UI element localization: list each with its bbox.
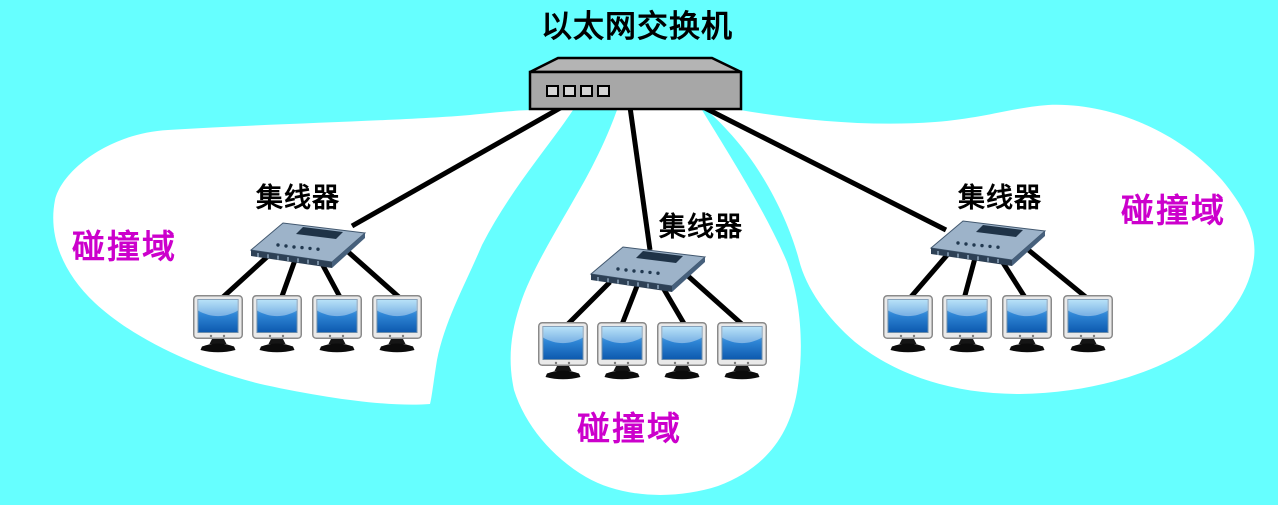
- link-hub2-pc2: [618, 285, 640, 328]
- switch-hub-links: [350, 104, 948, 251]
- link-switch-hub-right: [701, 104, 948, 233]
- link-switch-hub-middle: [627, 106, 653, 251]
- switch-ports: [546, 85, 610, 97]
- link-hub3-pc1: [908, 252, 950, 300]
- link-hub2-pc4: [686, 274, 746, 328]
- ethernet-switch-icon: [528, 56, 743, 111]
- link-hub3-pc2: [961, 257, 978, 300]
- hub-label-middle: 集线器: [659, 212, 743, 242]
- collision-domain-label-left: 碰撞域: [72, 228, 177, 265]
- link-switch-hub-left: [350, 104, 564, 229]
- diagram-title: 以太网交换机: [541, 9, 733, 44]
- hub-label-left: 集线器: [256, 183, 340, 213]
- collision-domain-cloud-middle: [510, 110, 801, 495]
- link-hub1-pc1: [220, 254, 270, 300]
- collision-domain-label-right: 碰撞域: [1121, 192, 1226, 229]
- link-hub1-pc2: [278, 259, 298, 300]
- link-hub2-pc1: [564, 280, 612, 328]
- hub-label-right: 集线器: [958, 183, 1042, 213]
- link-hub3-pc4: [1024, 246, 1089, 300]
- collision-domain-label-bottom: 碰撞域: [577, 410, 682, 447]
- link-hub2-pc3: [659, 284, 689, 329]
- link-hub1-pc4: [344, 248, 402, 300]
